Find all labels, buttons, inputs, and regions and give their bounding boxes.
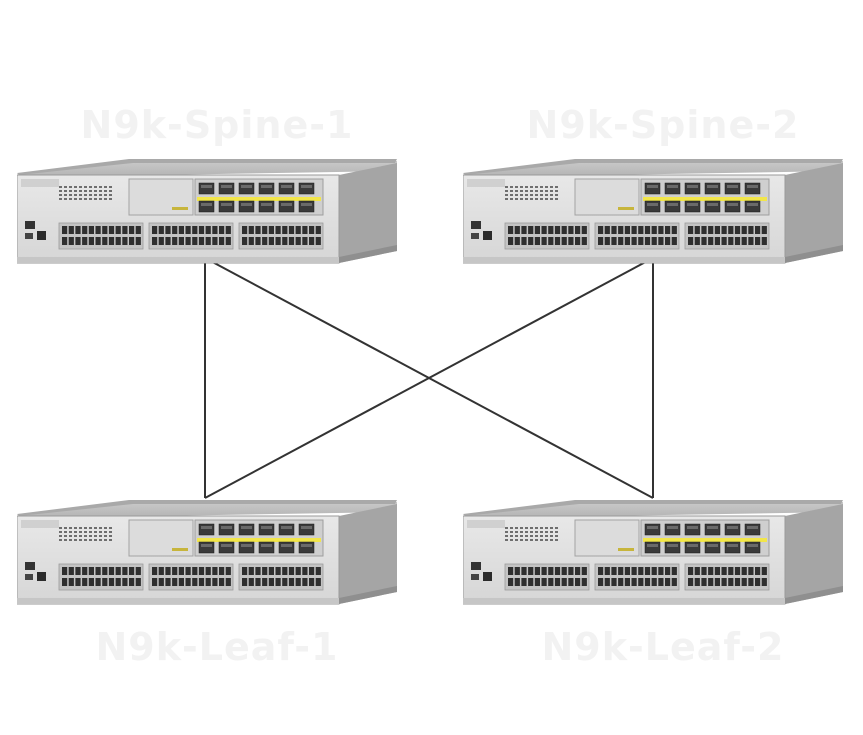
spine-2-label: N9k-Spine-2 — [526, 103, 800, 147]
spine-2-switch — [463, 159, 843, 264]
leaf-2-label: N9k-Leaf-2 — [541, 625, 785, 669]
leaf-2-switch — [463, 500, 843, 605]
leaf-1-label: N9k-Leaf-1 — [95, 625, 339, 669]
spine-1-switch — [17, 159, 397, 264]
link-spine2-leaf1 — [204, 257, 654, 499]
spine-1-label: N9k-Spine-1 — [80, 103, 354, 147]
leaf-1-switch — [17, 500, 397, 605]
